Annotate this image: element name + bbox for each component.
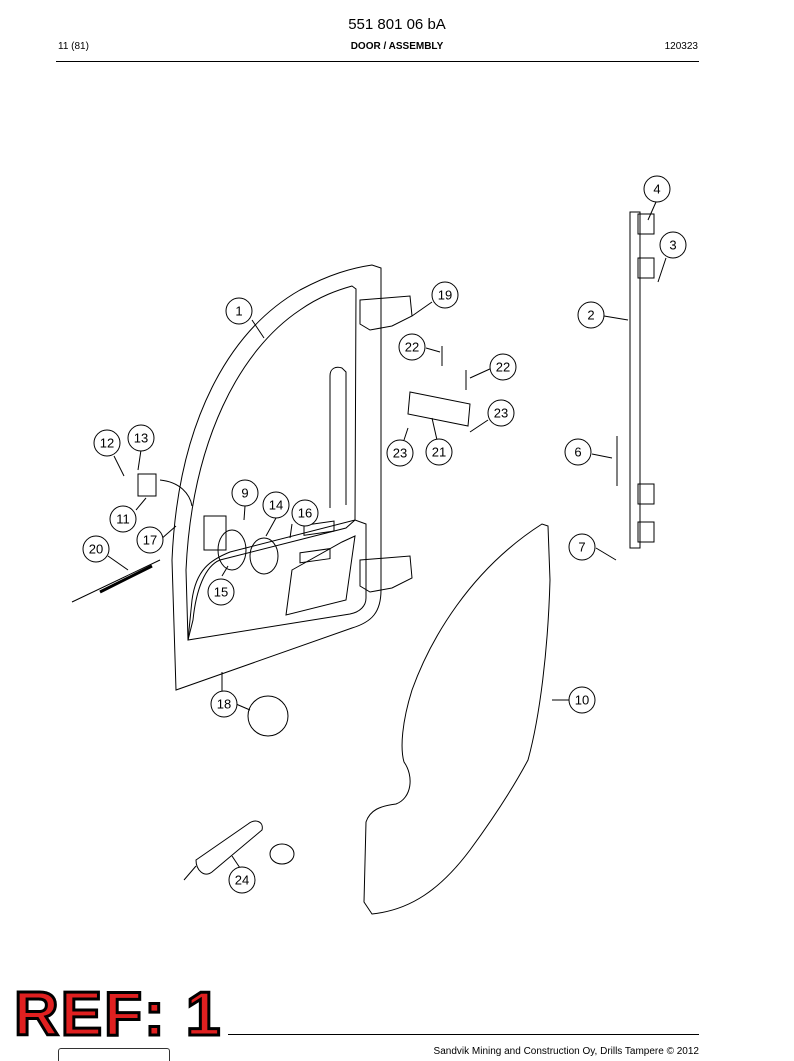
callout-label: 20 (89, 542, 103, 557)
callout-label: 17 (143, 533, 157, 548)
callout-7: 7 (568, 533, 596, 561)
callout-label: 1 (235, 304, 242, 319)
rail-hinge-c (637, 483, 655, 505)
callout-label: 23 (393, 446, 407, 461)
callout-20: 20 (82, 535, 110, 563)
door-hinge-lower (359, 555, 413, 593)
lock-plate (203, 515, 227, 551)
callout-label: 6 (574, 445, 581, 460)
callout-label: 3 (669, 238, 676, 253)
callout-label: 4 (653, 182, 660, 197)
rail-hinge-b (637, 257, 655, 279)
callout-22-b: 22 (489, 353, 517, 381)
callout-11: 11 (109, 505, 137, 533)
callout-label: 12 (100, 436, 114, 451)
callout-label: 22 (496, 360, 510, 375)
callout-label: 7 (578, 540, 585, 555)
callout-13: 13 (127, 424, 155, 452)
callout-label: 18 (217, 697, 231, 712)
callout-17: 17 (136, 526, 164, 554)
callout-24: 24 (228, 866, 256, 894)
callout-label: 14 (269, 498, 283, 513)
callout-1: 1 (225, 297, 253, 325)
callout-label: 21 (432, 445, 446, 460)
header-rule (56, 61, 699, 62)
callout-15: 15 (207, 578, 235, 606)
callout-label: 11 (116, 512, 130, 527)
bracket-21 (407, 391, 471, 427)
footer-rule (228, 1034, 699, 1035)
callout-label: 2 (587, 308, 594, 323)
door-frame (171, 264, 382, 691)
callout-label: 15 (214, 585, 228, 600)
door-handle (329, 366, 347, 508)
page-number: 11 (81) (58, 41, 89, 52)
callout-label: 9 (241, 486, 248, 501)
callout-label: 19 (438, 288, 452, 303)
callout-14: 14 (262, 491, 290, 519)
lock-handle (249, 537, 279, 575)
callout-2: 2 (577, 301, 605, 329)
door-hinge-upper (359, 295, 413, 331)
rail-hinge-a (637, 213, 655, 235)
callout-label: 13 (134, 431, 148, 446)
callout-16: 16 (291, 499, 319, 527)
callout-label: 23 (494, 406, 508, 421)
callout-6: 6 (564, 438, 592, 466)
callout-22-a: 22 (398, 333, 426, 361)
vent-grille (285, 535, 356, 616)
seal-detail (247, 695, 289, 737)
date-code: 120323 (664, 41, 698, 52)
callout-10: 10 (568, 686, 596, 714)
callout-3: 3 (659, 231, 687, 259)
callout-23-b: 23 (386, 439, 414, 467)
gas-strut (71, 559, 161, 603)
callout-label: 24 (235, 873, 249, 888)
callout-23-a: 23 (487, 399, 515, 427)
latch-11 (137, 473, 157, 497)
sandvik-logo (58, 1048, 170, 1061)
callout-12: 12 (93, 429, 121, 457)
sealant-tube (195, 820, 263, 875)
callout-19: 19 (431, 281, 459, 309)
callout-label: 10 (575, 693, 589, 708)
rail-hinge-d (637, 521, 655, 543)
glass-panel (363, 523, 551, 915)
door-inner-edge (185, 285, 357, 641)
ref-stamp: REF: 1 (12, 980, 223, 1049)
document-number: 551 801 06 bA (348, 16, 446, 33)
callout-9: 9 (231, 479, 259, 507)
callout-label: 22 (405, 340, 419, 355)
tape-roll (269, 843, 295, 865)
callout-18: 18 (210, 690, 238, 718)
section-title: DOOR / ASSEMBLY (350, 41, 444, 52)
copyright: Sandvik Mining and Construction Oy, Dril… (433, 1046, 699, 1057)
callout-label: 16 (298, 506, 312, 521)
hinge-rail (629, 211, 641, 549)
door-lower-panel (187, 519, 367, 641)
callout-4: 4 (643, 175, 671, 203)
callout-21: 21 (425, 438, 453, 466)
